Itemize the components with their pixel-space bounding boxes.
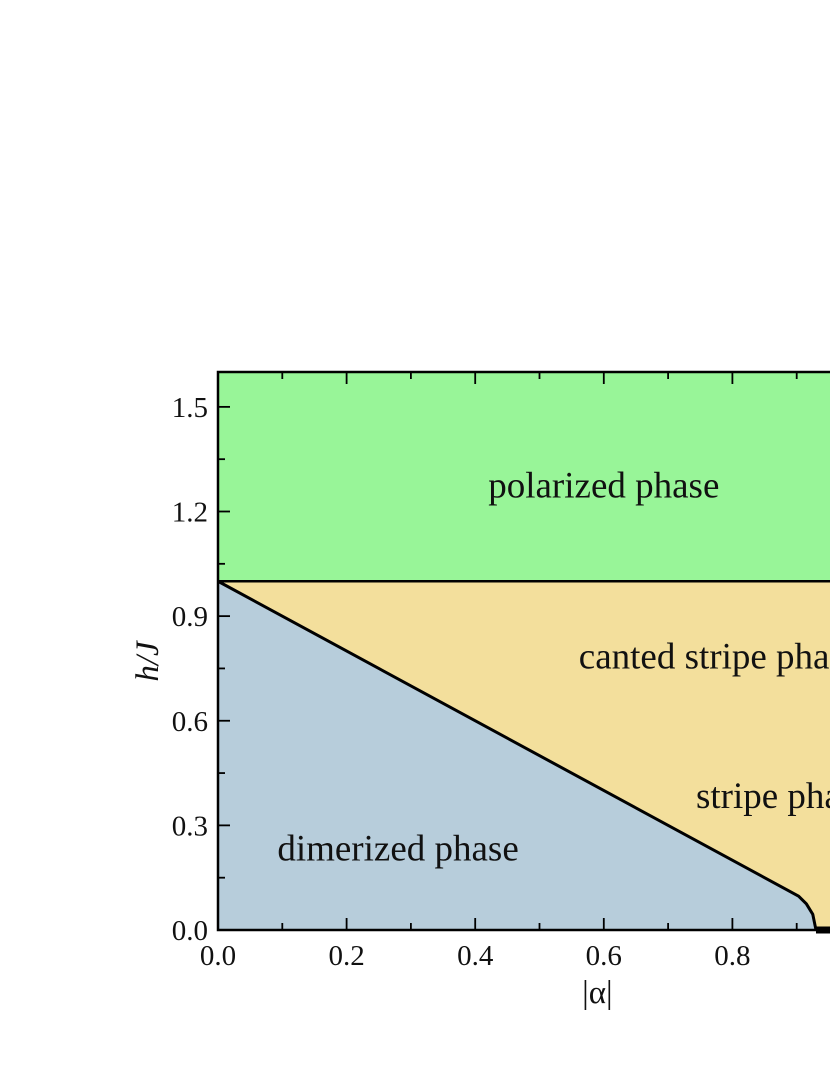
labels-layer: 0.0 0.2 0.4 0.6 0.8 0.0 0.3 0.6 0.9 1.2 1.5 |α| h/J p…	[130, 392, 830, 1011]
x-axis-label: |α|	[582, 975, 613, 1011]
region-label-polarized: polarized phase	[488, 466, 719, 507]
y-tick-label: 1.2	[172, 497, 208, 529]
dimer-canted-boundary	[217, 579, 818, 931]
y-tick-label: 0.9	[172, 601, 208, 633]
x-tick-label: 0.6	[586, 940, 622, 972]
y-tick-label: 0.6	[172, 706, 208, 738]
region-label-dimerized: dimerized phase	[277, 828, 518, 869]
x-tick-label: 0.0	[200, 940, 236, 972]
regions-layer	[218, 372, 830, 930]
region-canted-stripe	[218, 581, 830, 930]
region-label-canted-stripe: canted stripe phase	[579, 636, 830, 677]
region-label-stripe: stripe phase	[696, 776, 830, 817]
y-axis-label: h/J	[130, 640, 166, 682]
region-dimerized	[218, 581, 816, 930]
ticks-layer	[217, 372, 798, 931]
x-tick-label: 0.8	[714, 940, 750, 972]
y-tick-label: 0.0	[172, 915, 208, 947]
y-tick-label: 1.5	[172, 392, 208, 424]
x-tick-label: 0.2	[328, 940, 364, 972]
y-tick-label: 0.3	[172, 810, 208, 842]
x-tick-label: 0.4	[457, 940, 494, 972]
region-polarized	[218, 372, 830, 582]
